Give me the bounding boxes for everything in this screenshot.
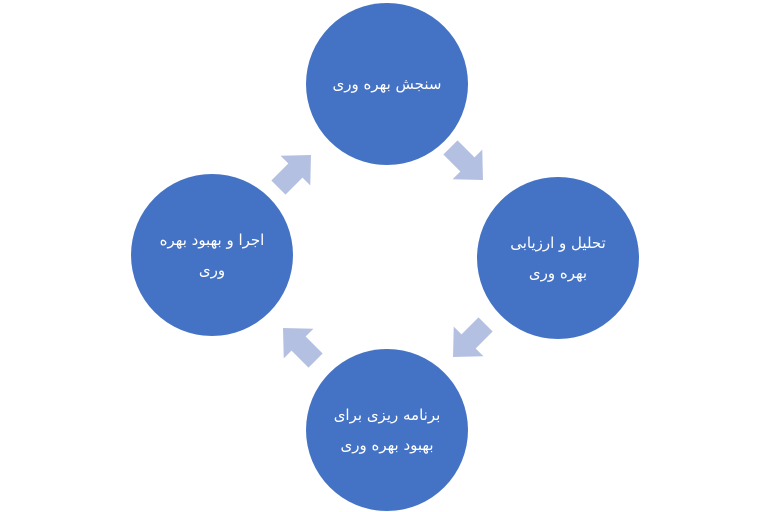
- node-implement-label: اجرا و بهبود بهره وری: [159, 231, 265, 279]
- node-measure: سنجش بهره وری: [306, 3, 468, 165]
- arrow-plan-to-implement: [268, 313, 331, 376]
- arrow-measure-to-analyze: [435, 132, 498, 195]
- node-implement: اجرا و بهبود بهره وری: [131, 174, 293, 336]
- node-plan-label: برنامه ریزی برای بهبود بهره وری: [333, 406, 441, 454]
- node-plan: برنامه ریزی برای بهبود بهره وری: [306, 349, 468, 511]
- arrow-implement-to-measure: [263, 140, 326, 203]
- node-measure-label: سنجش بهره وری: [332, 75, 442, 93]
- node-analyze-label: تحلیل و ارزیابی بهره وری: [510, 234, 606, 282]
- arrow-analyze-to-plan: [438, 309, 501, 372]
- node-analyze: تحلیل و ارزیابی بهره وری: [477, 177, 639, 339]
